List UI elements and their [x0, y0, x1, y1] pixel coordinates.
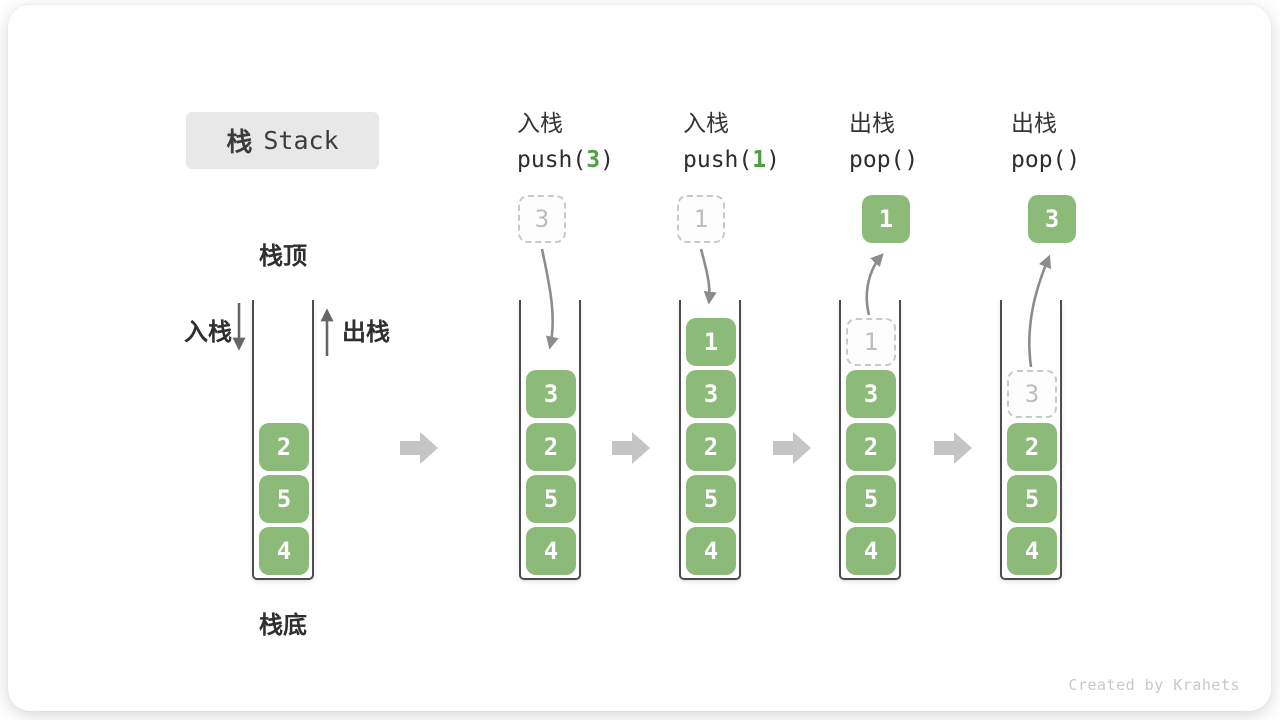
stack-cell: 3: [526, 370, 576, 418]
removed-element-ghost: 1: [846, 318, 896, 366]
stack-cell: 4: [1007, 527, 1057, 575]
stack-cell: 5: [686, 475, 736, 523]
stack-cell: 4: [846, 527, 896, 575]
step-label-push1: 入栈 push(1): [683, 106, 780, 178]
title-en: Stack: [263, 126, 339, 155]
popped-element-box: 1: [862, 195, 910, 243]
watermark: Created by Krahets: [1068, 676, 1240, 694]
step-label-push3: 入栈 push(3): [517, 106, 614, 178]
stack-cell: 5: [259, 475, 309, 523]
stack-cell: 4: [526, 527, 576, 575]
stack-cell: 2: [526, 423, 576, 471]
popped-element-box: 3: [1028, 195, 1076, 243]
incoming-element-box: 3: [518, 195, 566, 243]
stack-cell: 5: [1007, 475, 1057, 523]
step-op-code: push(1): [683, 147, 780, 173]
stack-cell: 2: [259, 423, 309, 471]
stack-cell: 2: [1007, 423, 1057, 471]
stack-cell: 5: [846, 475, 896, 523]
title-zh: 栈: [226, 128, 253, 158]
stack-cell: 3: [846, 370, 896, 418]
stack-cell: 1: [686, 318, 736, 366]
incoming-element-box: 1: [677, 195, 725, 243]
stack-bottom-label: 栈底: [259, 611, 307, 639]
stack-cell: 3: [686, 370, 736, 418]
step-op-zh: 入栈: [517, 111, 563, 137]
push-direction-label: 入栈: [184, 318, 232, 346]
step-op-zh: 出栈: [849, 111, 895, 137]
step-op-code: pop(): [849, 147, 919, 173]
stack-cell: 5: [526, 475, 576, 523]
step-label-pop1: 出栈 pop(): [849, 106, 918, 178]
stack-cell: 4: [259, 527, 309, 575]
stack-cell: 2: [686, 423, 736, 471]
step-op-zh: 出栈: [1011, 111, 1057, 137]
step-op-code: pop(): [1011, 147, 1081, 173]
step-op-code: push(3): [517, 147, 614, 173]
title-badge: 栈 Stack: [186, 112, 379, 169]
stack-cell: 2: [846, 423, 896, 471]
step-op-zh: 入栈: [683, 111, 729, 137]
stack-cell: 4: [686, 527, 736, 575]
pop-direction-label: 出栈: [342, 318, 390, 346]
step-label-pop2: 出栈 pop(): [1011, 106, 1080, 178]
stack-top-label: 栈顶: [259, 242, 307, 270]
diagram-card: [8, 5, 1271, 711]
removed-element-ghost: 3: [1007, 370, 1057, 418]
